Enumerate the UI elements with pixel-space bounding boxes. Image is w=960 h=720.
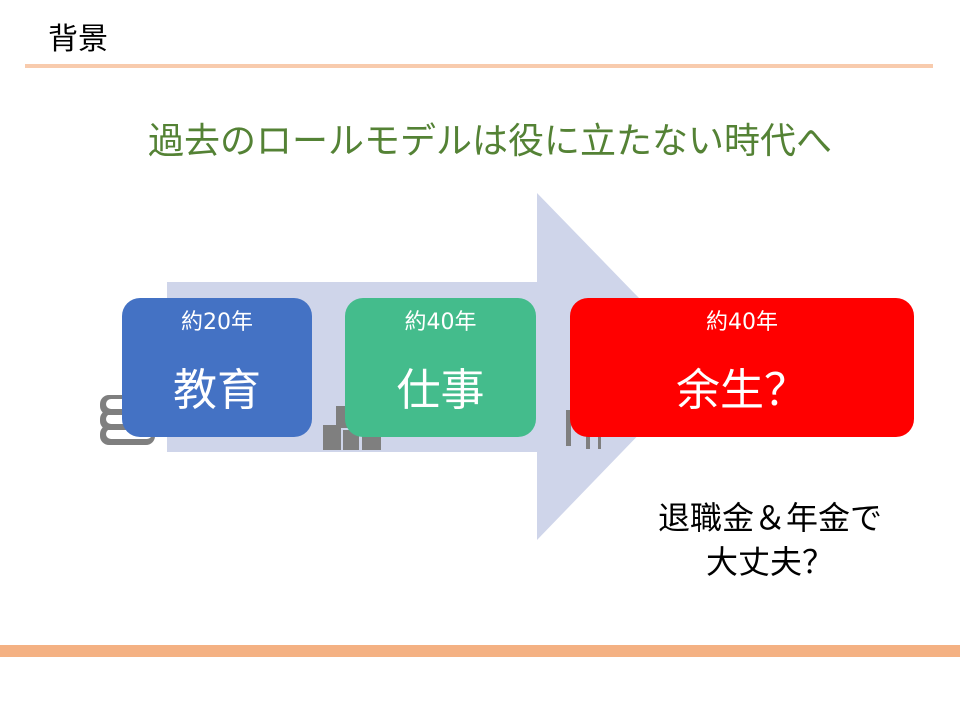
note-line: 大丈夫？ <box>705 543 834 581</box>
retirement-question: 退職金＆年金で 大丈夫？ <box>620 496 920 584</box>
footer-bar <box>0 645 960 657</box>
slide-title: 背景 <box>48 22 108 57</box>
stage-education: 約20年 教育 <box>122 298 312 437</box>
stage-retirement: 約40年 余生？ <box>570 298 914 437</box>
title-underline <box>25 64 933 68</box>
stage-label: 仕事 <box>396 365 485 416</box>
stage-years: 約20年 <box>181 310 253 335</box>
note-line: 退職金＆年金で <box>657 499 882 537</box>
elderly-person-icon <box>566 410 601 449</box>
stage-work: 約40年 仕事 <box>345 298 536 437</box>
stage-label: 教育 <box>173 365 261 416</box>
slide-subtitle: 過去のロールモデルは役に立たない時代へ <box>147 121 832 162</box>
stage-label: 余生？ <box>676 365 808 416</box>
stage-years: 約40年 <box>404 310 477 335</box>
stage-years: 約40年 <box>706 310 778 335</box>
